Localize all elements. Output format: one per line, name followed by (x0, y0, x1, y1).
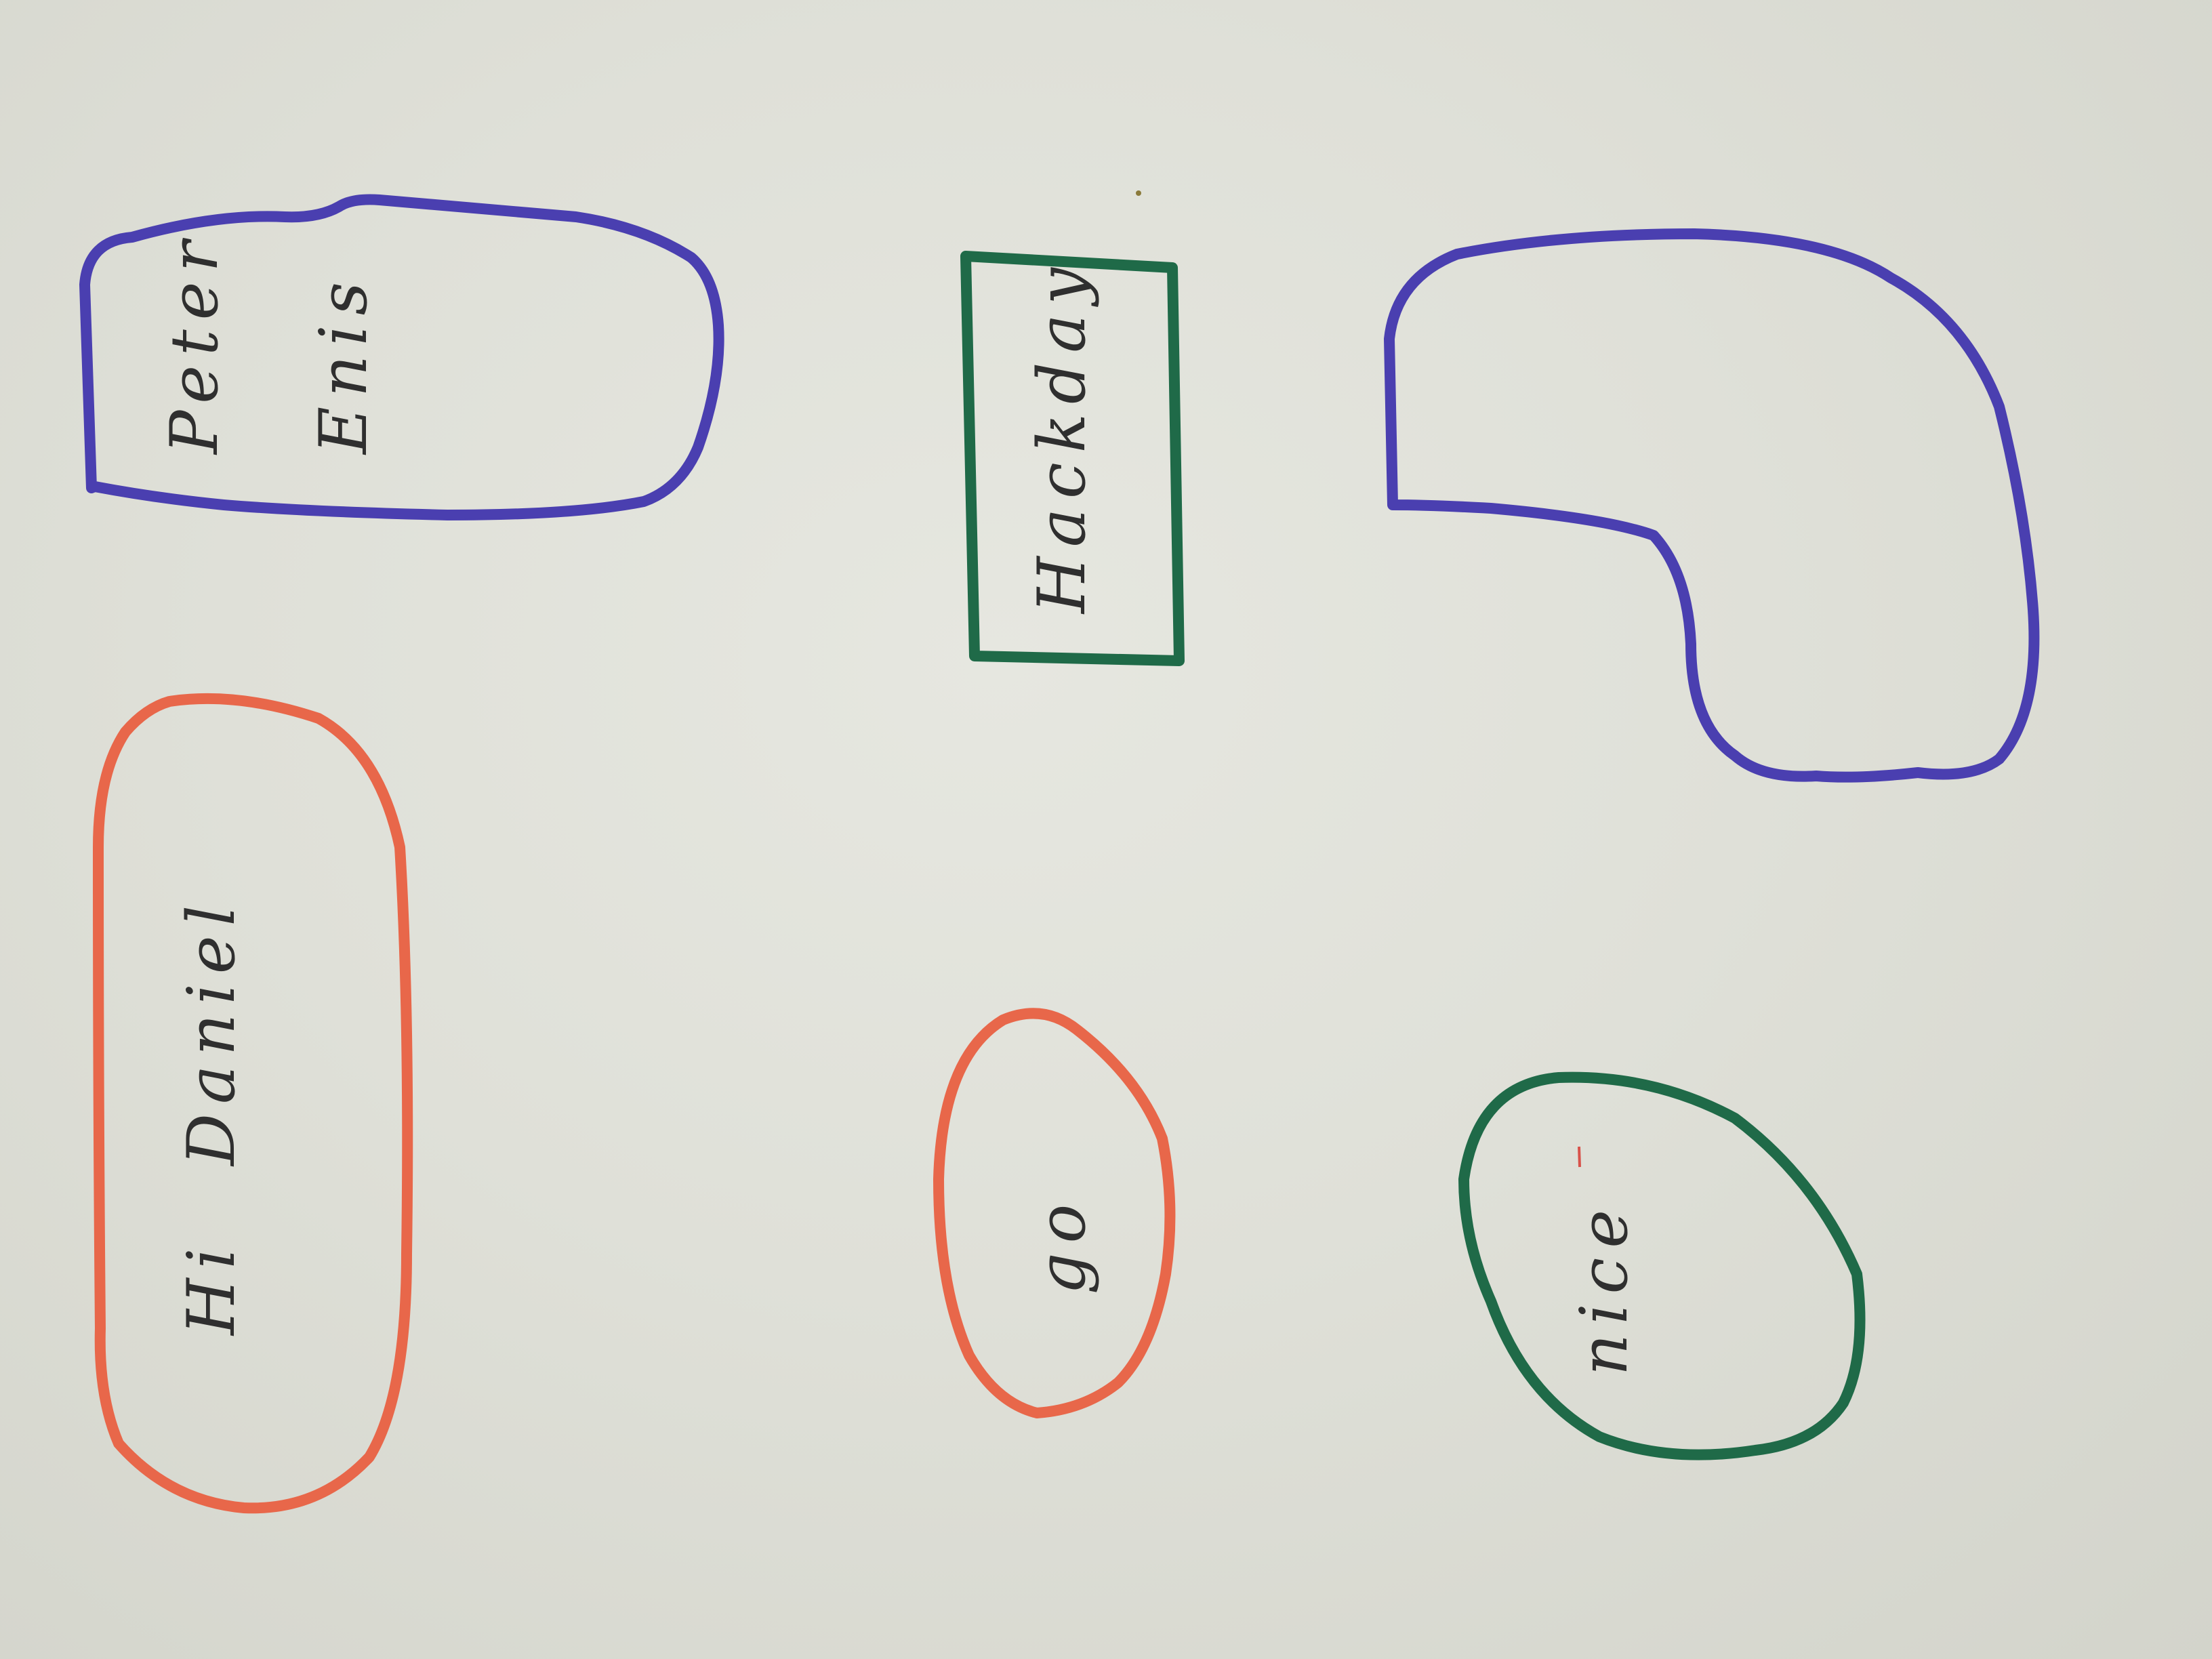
blue-rounded-shape (79, 194, 724, 520)
note-text-hi: Hi (173, 1239, 249, 1336)
note-text-peter: Peter (157, 232, 232, 455)
orange-capsule-shape (93, 693, 413, 1514)
note-text-go: go (1024, 1195, 1100, 1294)
note-text-hackday: Hackday (1024, 258, 1100, 615)
red-speck-mark (1578, 1146, 1581, 1168)
green-rectangle-shape (960, 251, 1185, 666)
orange-oval-shape (933, 1008, 1176, 1418)
paper-dot-mark (1136, 190, 1141, 196)
note-text-daniel: Daniel (173, 896, 249, 1167)
note-text-nice: nice (1566, 1200, 1642, 1376)
note-text-enis: Enis (306, 272, 382, 455)
blue-l-shaped-shape (1384, 228, 2040, 783)
green-oval-shape (1458, 1071, 1866, 1460)
